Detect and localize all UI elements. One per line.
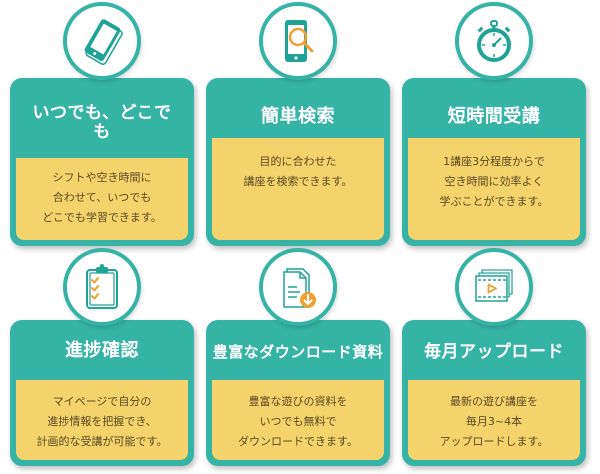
desc-line: マイページで自分の bbox=[52, 395, 152, 408]
desc-line: アップロードします。 bbox=[439, 435, 549, 448]
feature-card-anytime: いつでも、どこで も シフトや空き時間に 合わせて、いつでも どこでも学習できま… bbox=[10, 78, 194, 246]
feature-description: 1講座3分程度からで 空き時間に効率よく 学ぶことができます。 bbox=[408, 138, 580, 240]
feature-description: 目的に合わせた 講座を検索できます。 bbox=[212, 138, 384, 240]
feature-title: 短時間受講 bbox=[402, 106, 586, 128]
title-line: いつでも、どこで bbox=[32, 103, 172, 123]
desc-line: 学ぶことができます。 bbox=[439, 195, 549, 208]
feature-card-short-lessons: 短時間受講 1講座3分程度からで 空き時間に効率よく 学ぶことができます。 bbox=[402, 78, 586, 246]
feature-description: シフトや空き時間に 合わせて、いつでも どこでも学習できます。 bbox=[16, 158, 188, 240]
feature-description: 豊富な遊びの資料を いつでも無料で ダウンロードできます。 bbox=[212, 380, 384, 460]
feature-card-easy-search: 簡単検索 目的に合わせた 講座を検索できます。 bbox=[206, 78, 390, 246]
desc-line: 合わせて、いつでも bbox=[52, 191, 152, 204]
video-files-icon bbox=[455, 248, 533, 326]
title-line: 豊富なダウンロード資料 bbox=[212, 343, 384, 361]
feature-card-downloads: 豊富なダウンロード資料 豊富な遊びの資料を いつでも無料で ダウンロードできます… bbox=[206, 320, 390, 466]
title-line: 短時間受講 bbox=[447, 106, 541, 127]
stopwatch-icon bbox=[455, 2, 533, 80]
desc-line: 目的に合わせた bbox=[259, 155, 337, 168]
desc-line: 空き時間に効率よく bbox=[444, 175, 544, 188]
feature-title: 毎月アップロード bbox=[402, 342, 586, 362]
document-download-icon bbox=[259, 248, 337, 326]
smartphone-icon bbox=[63, 2, 141, 80]
feature-card-progress: 進捗確認 マイページで自分の 進捗情報を把握でき、 計画的な受講が可能です。 bbox=[10, 320, 194, 466]
feature-title: 豊富なダウンロード資料 bbox=[206, 342, 390, 362]
title-line: 簡単検索 bbox=[261, 106, 335, 127]
desc-line: 計画的な受講が可能です。 bbox=[36, 435, 168, 448]
desc-line: 最新の遊び講座を bbox=[450, 395, 538, 408]
desc-line: どこでも学習できます。 bbox=[42, 211, 162, 224]
desc-line: 進捗情報を把握でき、 bbox=[47, 415, 157, 428]
feature-description: 最新の遊び講座を 毎月3~4本 アップロードします。 bbox=[408, 380, 580, 460]
title-line: も bbox=[93, 122, 111, 142]
desc-line: 毎月3~4本 bbox=[465, 415, 523, 428]
feature-title: 簡単検索 bbox=[206, 106, 390, 128]
feature-title: いつでも、どこで も bbox=[10, 104, 194, 142]
desc-line: ダウンロードできます。 bbox=[238, 435, 358, 448]
feature-description: マイページで自分の 進捗情報を把握でき、 計画的な受講が可能です。 bbox=[16, 380, 188, 460]
desc-line: 講座を検索できます。 bbox=[243, 175, 353, 188]
title-line: 進捗確認 bbox=[65, 340, 139, 361]
desc-line: 豊富な遊びの資料を bbox=[248, 395, 348, 408]
desc-line: 1講座3分程度からで bbox=[443, 155, 545, 168]
clipboard-check-icon bbox=[63, 248, 141, 326]
feature-card-monthly-upload: 毎月アップロード 最新の遊び講座を 毎月3~4本 アップロードします。 bbox=[402, 320, 586, 466]
phone-search-icon bbox=[259, 2, 337, 80]
title-line: 毎月アップロード bbox=[424, 342, 564, 362]
desc-line: シフトや空き時間に bbox=[52, 171, 152, 184]
desc-line: いつでも無料で bbox=[259, 415, 337, 428]
feature-title: 進捗確認 bbox=[10, 340, 194, 362]
